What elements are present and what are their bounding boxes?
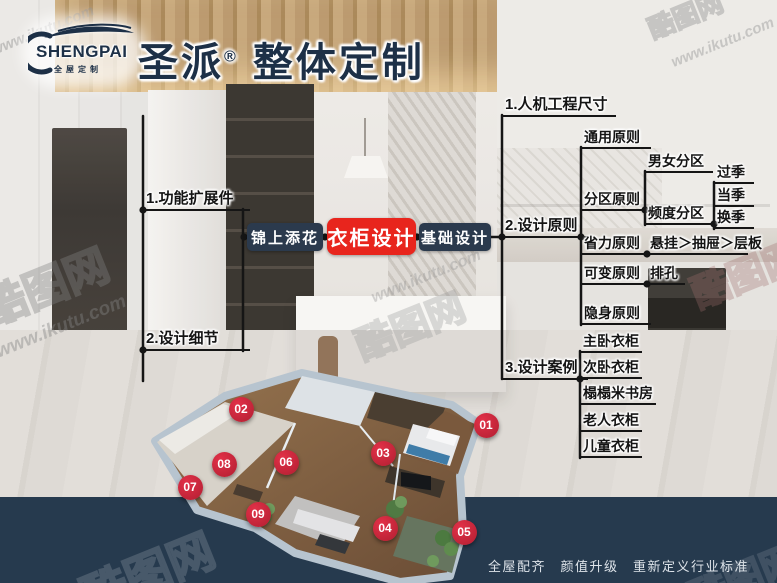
hub-left-label: 锦上添花 bbox=[250, 229, 319, 247]
right-section-label: 3.设计案例 bbox=[502, 360, 588, 380]
case-item: 老人衣柜 bbox=[580, 412, 642, 432]
principle-item-label: 通用原则 bbox=[584, 129, 640, 145]
title-main: 圣派 bbox=[138, 41, 224, 85]
wall-shelf bbox=[500, 204, 770, 207]
right-section-label-label: 2.设计原则 bbox=[505, 217, 578, 234]
white-column bbox=[148, 90, 226, 360]
case-item-label: 次卧衣柜 bbox=[583, 359, 639, 375]
pendant-lamp bbox=[344, 156, 388, 178]
principle-item-label: 隐身原则 bbox=[584, 305, 640, 321]
kitchen-counter bbox=[497, 228, 777, 262]
season-item-label: 当季 bbox=[717, 187, 745, 203]
case-item-label: 老人衣柜 bbox=[583, 412, 639, 428]
left-group-label: 2.设计细节 bbox=[143, 331, 250, 351]
poster-title: 圣派® 整体定制 bbox=[138, 30, 425, 88]
season-item: 换季 bbox=[714, 209, 754, 229]
case-item: 儿童衣柜 bbox=[580, 438, 642, 458]
logo-text: SHENGPAI bbox=[36, 42, 128, 61]
floorplan-badge-04: 04 bbox=[372, 515, 398, 541]
pendant-cord bbox=[364, 118, 366, 158]
title-registered-mark: ® bbox=[224, 48, 239, 66]
hub-left-box: 锦上添花 bbox=[247, 223, 323, 251]
built-in-appliance bbox=[52, 128, 127, 338]
title-rest: 整体定制 bbox=[252, 41, 425, 85]
case-item: 主卧衣柜 bbox=[580, 333, 642, 353]
season-item: 过季 bbox=[714, 164, 754, 184]
brand-logo: SHENGPAI 全屋定制 bbox=[22, 16, 146, 88]
principle-item: 分区原则 bbox=[581, 191, 648, 211]
case-item-label: 儿童衣柜 bbox=[583, 438, 639, 454]
principle-item: 通用原则 bbox=[581, 129, 651, 149]
principle-item: 可变原则排孔 bbox=[581, 265, 685, 285]
hub-root-box: 衣柜设计 bbox=[327, 218, 416, 255]
left-group-label: 1.功能扩展件 bbox=[143, 191, 250, 211]
herringbone-tiles bbox=[497, 148, 662, 232]
right-section-label: 1.人机工程尺寸 bbox=[502, 97, 616, 117]
floorplan-3d-render: 01 02 03 04 05 06 07 08 09 bbox=[145, 366, 505, 583]
floorplan-badge-09: 09 bbox=[245, 501, 271, 527]
principle-item-label: 分区原则 bbox=[584, 191, 640, 207]
case-item-label: 榻榻米书房 bbox=[583, 385, 653, 401]
case-item-label: 主卧衣柜 bbox=[583, 333, 639, 349]
floorplan-badge-02: 02 bbox=[228, 396, 254, 422]
principle-item-note: 悬挂＞抽屉＞层板 bbox=[650, 235, 762, 251]
floorplan-badge-07: 07 bbox=[177, 474, 203, 500]
floorplan-badge-01: 01 bbox=[473, 412, 499, 438]
principle-item: 省力原则悬挂＞抽屉＞层板 bbox=[581, 235, 762, 255]
footer-tagline: 全屋配齐 颜值升级 重新定义行业标准 bbox=[487, 559, 749, 574]
logo-subtext: 全屋定制 bbox=[54, 65, 102, 74]
zone-item: 频度分区 bbox=[645, 205, 715, 225]
left-group-label-label: 1.功能扩展件 bbox=[146, 190, 234, 207]
floorplan-badge-05: 05 bbox=[451, 519, 477, 545]
principle-item-label: 省力原则 bbox=[584, 235, 640, 251]
right-section-label-label: 3.设计案例 bbox=[505, 359, 578, 376]
right-section-label-label: 1.人机工程尺寸 bbox=[505, 96, 608, 113]
case-item: 次卧衣柜 bbox=[580, 359, 642, 379]
principle-item-label: 可变原则 bbox=[584, 265, 640, 281]
hub-right-label: 基础设计 bbox=[420, 229, 489, 247]
season-item-label: 过季 bbox=[717, 164, 745, 180]
principle-item: 隐身原则 bbox=[581, 305, 651, 325]
floorplan-badge-06: 06 bbox=[273, 449, 299, 475]
hub-right-box: 基础设计 bbox=[419, 223, 491, 251]
season-item-label: 换季 bbox=[717, 209, 745, 225]
case-item: 榻榻米书房 bbox=[580, 385, 656, 405]
zone-item-label: 男女分区 bbox=[648, 153, 704, 169]
logo-swoosh-icon bbox=[28, 23, 134, 75]
principle-item-note: 排孔 bbox=[650, 265, 678, 281]
zone-item-label: 频度分区 bbox=[648, 205, 704, 221]
zone-item: 男女分区 bbox=[645, 153, 713, 173]
floorplan-graphic bbox=[151, 369, 482, 583]
floorplan-badge-08: 08 bbox=[211, 451, 237, 477]
right-section-label: 2.设计原则 bbox=[502, 218, 588, 238]
hatched-window bbox=[388, 92, 476, 317]
hub-root-label: 衣柜设计 bbox=[327, 228, 416, 250]
floorplan-badge-03: 03 bbox=[370, 440, 396, 466]
left-group-label-label: 2.设计细节 bbox=[146, 330, 219, 347]
season-item: 当季 bbox=[714, 187, 754, 207]
